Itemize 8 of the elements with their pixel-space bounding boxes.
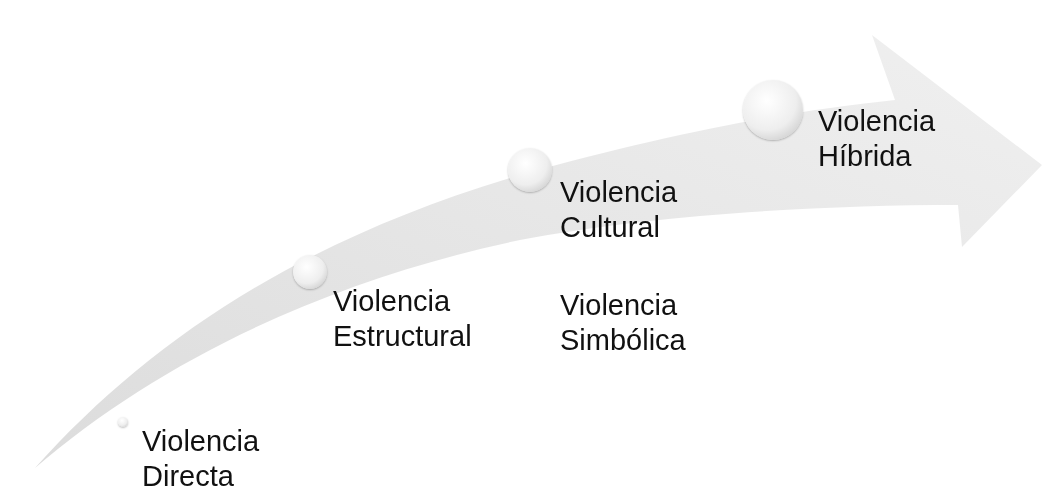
circle-marker [118,417,128,427]
stage-label: Violencia Híbrida [818,104,937,174]
stage-label: Violencia Cultural [560,175,679,245]
stage-label: Violencia Estructural [333,284,473,354]
stage-label: Violencia Directa [142,424,261,494]
stage-label: Violencia Simbólica [560,288,687,358]
circle-marker [508,148,552,192]
circle-marker [743,80,803,140]
